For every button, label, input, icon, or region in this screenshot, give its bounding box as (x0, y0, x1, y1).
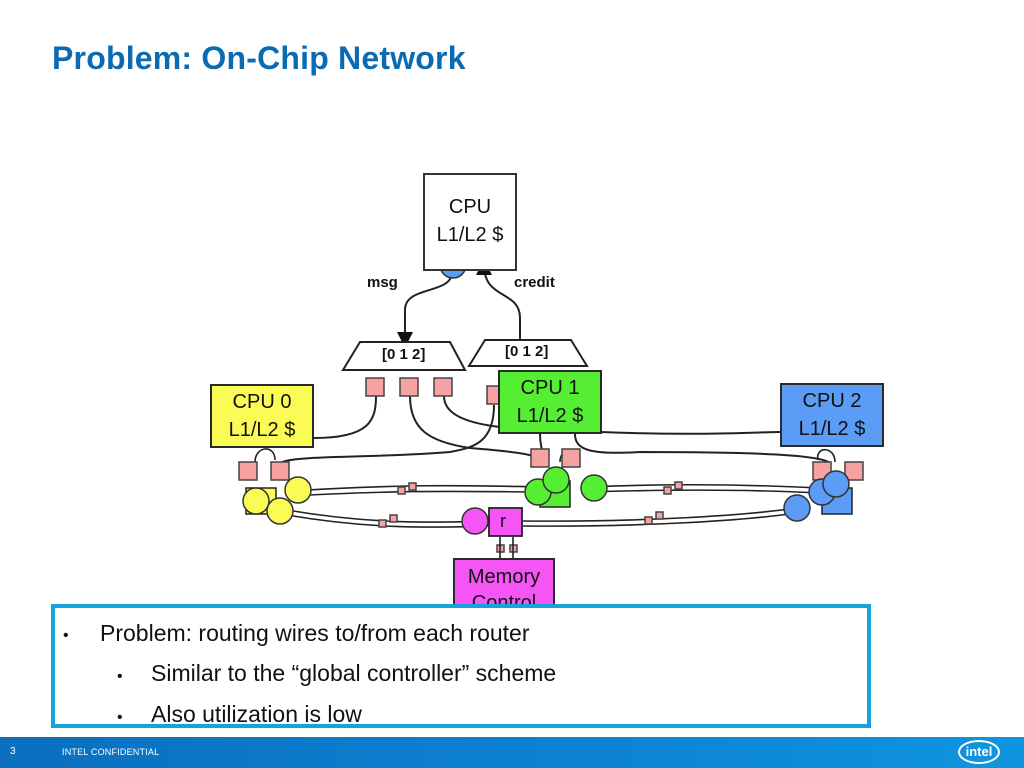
cpu2-box: CPU 2 L1/L2 $ (780, 383, 884, 447)
mux-left (341, 341, 467, 371)
cpu2-line2: L1/L2 $ (798, 418, 866, 440)
bullet-sub2: Also utilization is low (151, 701, 362, 727)
mux-right-label: [0 1 2] (505, 343, 549, 360)
page-title: Problem: On-Chip Network (52, 40, 466, 76)
buffer-squares (238, 377, 864, 553)
cpu0-box: CPU 0 L1/L2 $ (210, 384, 314, 448)
cpu-top-line1: CPU (448, 196, 492, 218)
intel-logo-icon: intel (958, 740, 1000, 764)
bullet-sub1: Similar to the “global controller” schem… (151, 660, 557, 686)
cpu-top-box: CPU L1/L2 $ (423, 173, 517, 271)
bullet-dot: • (117, 709, 123, 726)
mux-right (467, 339, 589, 367)
cpu1-line2: L1/L2 $ (516, 405, 584, 427)
bullet-main: Problem: routing wires to/from each rout… (100, 620, 530, 646)
confidential-label: INTEL CONFIDENTIAL (62, 747, 160, 757)
cpu1-line1: CPU 1 (520, 377, 580, 399)
cpu1-box: CPU 1 L1/L2 $ (498, 370, 602, 434)
bullet-dot: • (63, 627, 69, 644)
msg-wire (397, 271, 453, 348)
router-label: r (500, 511, 506, 531)
cpu2-line1: CPU 2 (802, 390, 862, 412)
cpu0-line2: L1/L2 $ (228, 419, 296, 441)
cpu-top-line2: L1/L2 $ (436, 224, 504, 246)
credit-wire (476, 259, 521, 340)
mux-left-label: [0 1 2] (382, 346, 426, 363)
bullet-box: • Problem: routing wires to/from each ro… (51, 604, 871, 728)
bullet-dot: • (117, 668, 123, 685)
msg-label: msg (367, 274, 398, 291)
page-number: 3 (10, 746, 16, 757)
network-diagram (238, 251, 864, 558)
credit-label: credit (514, 274, 555, 291)
footer-bar: 3 INTEL CONFIDENTIAL (0, 737, 1024, 768)
memory-line1: Memory (467, 566, 541, 588)
cpu0-line1: CPU 0 (232, 391, 292, 413)
